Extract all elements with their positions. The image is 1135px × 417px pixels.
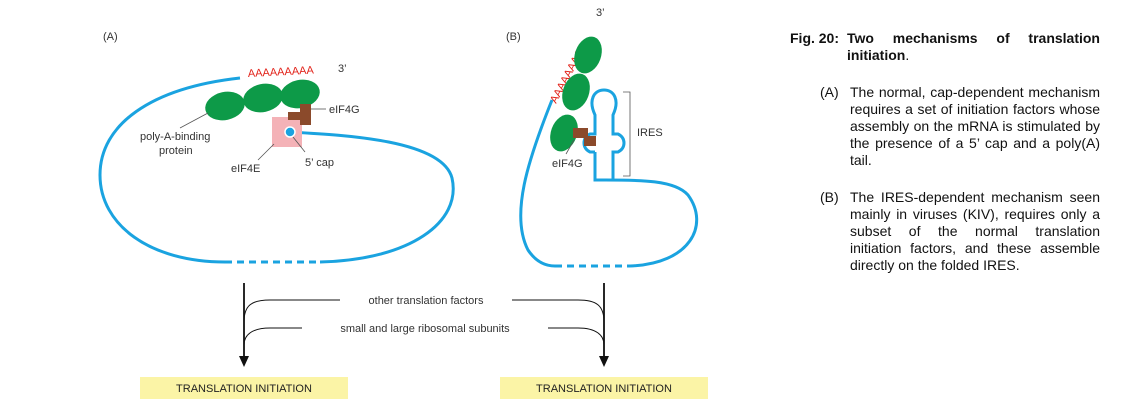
- translation-initiation-diagram: (A) AAAAAAAAA 3’ eIF4G poly-A-binding pr…: [98, 7, 708, 399]
- left-arrow-head: [239, 356, 249, 367]
- caption-title-text: Two mechanisms of translation initiation: [847, 30, 1100, 63]
- panel-a-pabp-3: [280, 79, 320, 109]
- panel-a-five-cap-label: 5’ cap: [305, 157, 334, 169]
- initiation-box-left: [140, 377, 348, 399]
- panel-b-ires-bracket: [623, 91, 631, 177]
- other-factors-label: other translation factors: [369, 295, 484, 307]
- initiation-label-left: TRANSLATION INITIATION: [176, 383, 312, 395]
- panel-b-mrna-right: [593, 152, 699, 268]
- panel-b-eif4g-label: eIF4G: [552, 158, 583, 170]
- panel-a-eif4e-label: eIF4E: [231, 163, 260, 175]
- panel-a: (A) AAAAAAAAA 3’ eIF4G poly-A-binding pr…: [98, 31, 455, 264]
- factor-flow: other translation factors small and larg…: [140, 283, 708, 399]
- panel-a-mrna-strand-right: [289, 130, 455, 264]
- figure-caption: Fig. 20: Two mechanisms of translation i…: [790, 30, 1100, 274]
- panel-b-eif4g-leader: [565, 139, 575, 155]
- caption-title-period: .: [905, 47, 910, 63]
- panel-b-ires-stem-loop: [582, 88, 626, 180]
- panel-a-cap-leader: [292, 136, 306, 153]
- right-arrow-head: [599, 356, 609, 367]
- panel-a-tag: (A): [103, 31, 118, 43]
- ribosome-left-line: [243, 327, 302, 346]
- caption-item-b-tag: (B): [820, 189, 839, 205]
- panel-a-pabp-leader: [179, 112, 209, 129]
- panel-a-three-prime: 3’: [338, 63, 347, 75]
- panel-a-pabp-2: [243, 83, 283, 113]
- caption-item-b: (B) The IRES-dependent mechanism seen ma…: [790, 189, 1100, 274]
- panel-b-tag: (B): [506, 31, 521, 43]
- panel-b: (B) 3’ IRES AAAAAAAAA eIF4G: [506, 7, 699, 268]
- panel-a-eif4g: [288, 104, 311, 125]
- initiation-label-right: TRANSLATION INITIATION: [536, 383, 672, 395]
- ribosome-label: small and large ribosomal subunits: [340, 323, 510, 335]
- other-factors-left-line: [243, 299, 340, 323]
- panel-b-ires-label: IRES: [637, 127, 663, 139]
- caption-fig-label: Fig. 20:: [790, 30, 840, 46]
- panel-a-pabp-label-1: poly-A-binding: [140, 131, 210, 143]
- panel-a-mrna-strand: [98, 76, 241, 264]
- panel-a-polya-tail: AAAAAAAAA: [248, 65, 315, 80]
- panel-a-pabp-1: [205, 91, 245, 121]
- initiation-box-right: [500, 377, 708, 399]
- caption-item-a: (A) The normal, cap-dependent mechanism …: [790, 84, 1100, 169]
- panel-b-pabp-2: [562, 73, 590, 111]
- ribosome-right-line: [548, 327, 605, 346]
- caption-item-a-tag: (A): [820, 84, 839, 100]
- panel-b-eif4g: [573, 128, 596, 146]
- panel-b-mrna-strand: [519, 99, 556, 268]
- panel-a-eif4g-label: eIF4G: [329, 104, 360, 116]
- caption-item-a-text: The normal, cap-dependent mechanism requ…: [850, 84, 1100, 168]
- other-factors-right-line: [512, 299, 605, 323]
- panel-b-three-prime: 3’: [596, 7, 605, 19]
- caption-item-b-text: The IRES-dependent mechanism seen mainly…: [850, 189, 1100, 273]
- panel-a-eif4e-leader: [257, 143, 275, 161]
- panel-b-pabp-1: [574, 36, 602, 74]
- caption-title: Fig. 20: Two mechanisms of translation i…: [790, 30, 1100, 64]
- panel-b-pabp-3: [550, 114, 578, 152]
- panel-a-five-cap: [284, 126, 296, 138]
- panel-a-pabp-label-2: protein: [159, 145, 193, 157]
